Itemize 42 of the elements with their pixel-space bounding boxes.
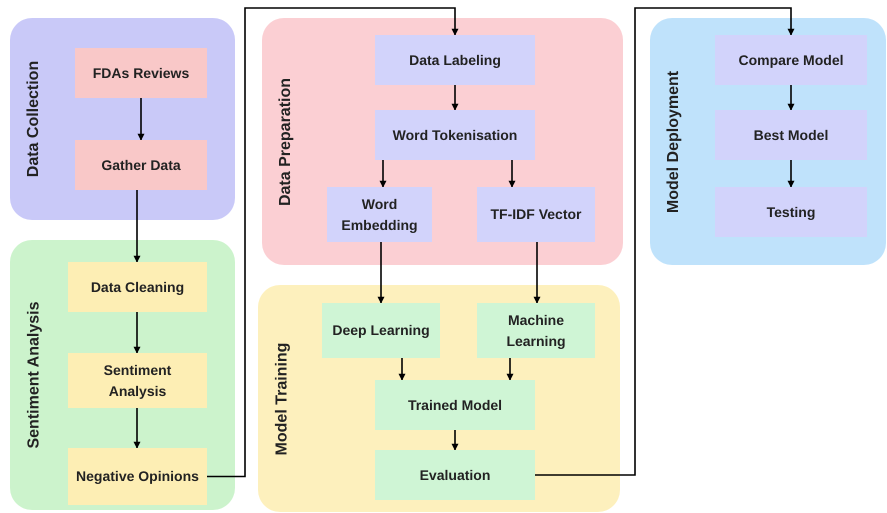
- stage-panel: [258, 285, 620, 512]
- stage-panel: [262, 18, 623, 265]
- process-box: Data Cleaning: [68, 262, 207, 312]
- arrow: [452, 85, 458, 111]
- process-box: Gather Data: [75, 140, 207, 190]
- process-box: Best Model: [715, 110, 867, 160]
- process-box: Data Labeling: [375, 35, 535, 85]
- arrow: [534, 242, 540, 304]
- arrow: [207, 7, 458, 478]
- stage-panel: [10, 18, 235, 220]
- process-box: TF-IDF Vector: [477, 187, 595, 242]
- arrow: [138, 98, 144, 141]
- process-box: Trained Model: [375, 380, 535, 430]
- arrow: [134, 408, 140, 449]
- arrow: [134, 190, 140, 263]
- process-box: Sentiment Analysis: [68, 353, 207, 408]
- process-box: Machine Learning: [477, 303, 595, 358]
- arrow: [506, 358, 514, 381]
- process-box: Negative Opinions: [68, 448, 207, 505]
- arrow: [398, 358, 406, 381]
- stage-title: Sentiment Analysis: [25, 302, 43, 448]
- process-box: Testing: [715, 187, 867, 237]
- process-box: Compare Model: [715, 35, 867, 85]
- arrow: [788, 85, 794, 111]
- process-box: Deep Learning: [322, 303, 440, 358]
- arrow: [452, 430, 458, 451]
- process-box: Word Tokenisation: [375, 110, 535, 160]
- stage-panel: [650, 18, 886, 265]
- arrow: [508, 160, 516, 188]
- stage-title: Model Deployment: [665, 70, 684, 213]
- arrow: [535, 7, 794, 476]
- arrow: [788, 160, 794, 188]
- stage-title: Model Training: [272, 342, 291, 455]
- stage-panel: [10, 240, 235, 510]
- arrow: [378, 242, 384, 304]
- process-box: Evaluation: [375, 450, 535, 500]
- stage-title: Data Collection: [25, 60, 44, 178]
- process-box: Word Embedding: [327, 187, 432, 242]
- arrow: [134, 312, 140, 354]
- stage-title: Data Preparation: [277, 77, 296, 206]
- arrow: [380, 160, 386, 188]
- process-box: FDAs Reviews: [75, 48, 207, 98]
